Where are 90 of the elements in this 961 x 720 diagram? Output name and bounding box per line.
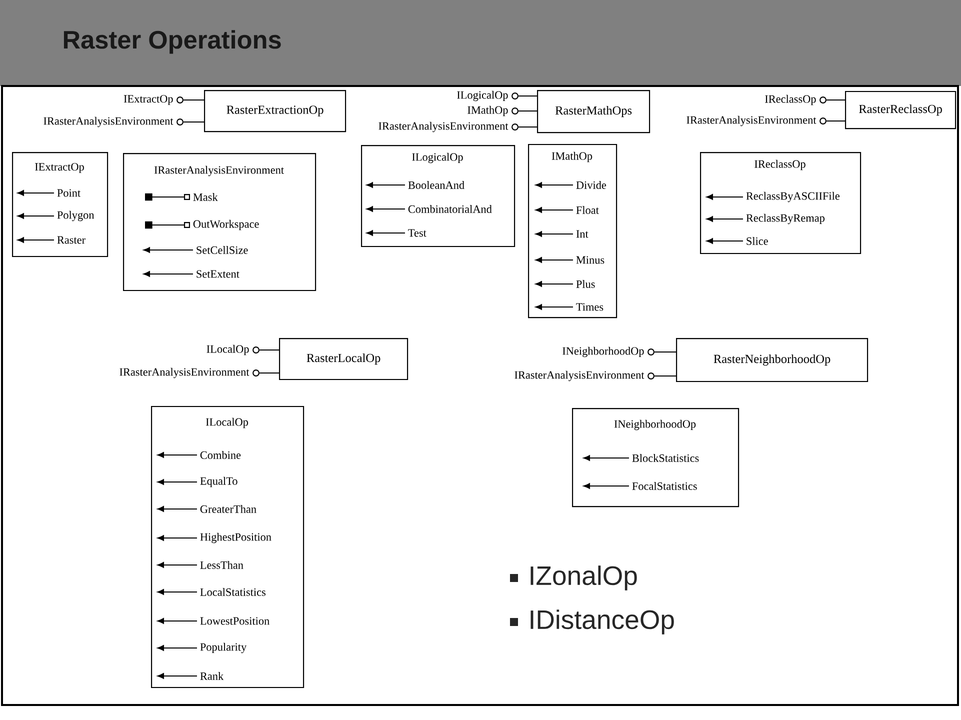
method-arrow [157, 645, 197, 651]
method-name: BooleanAnd [408, 181, 464, 189]
method-name: Plus [576, 280, 595, 288]
class-box: RasterMathOps [537, 90, 650, 134]
method-name: LowestPosition [200, 617, 270, 625]
method-arrow [366, 206, 405, 212]
method-name: Mask [193, 193, 218, 201]
connector-line [826, 99, 845, 101]
interface-label: IRasterAnalysisEnvironment [686, 116, 816, 126]
class-box: RasterExtractionOp [204, 90, 346, 132]
method-name: Test [408, 229, 426, 237]
connector-line [826, 120, 845, 122]
interface-label: IRasterAnalysisEnvironment [514, 370, 644, 382]
method-name: Popularity [200, 642, 247, 654]
method-name: Minus [576, 256, 604, 264]
class-box: RasterReclassOp [845, 91, 956, 130]
connector-line [654, 375, 676, 377]
method-name: HighestPosition [200, 532, 272, 544]
method-arrow [366, 182, 405, 188]
method-arrow [706, 194, 743, 200]
bullet-text: IZonalOp [530, 566, 637, 590]
method-arrow [535, 304, 573, 310]
method-arrow [157, 589, 197, 595]
interface-label: IMathOp [468, 106, 508, 116]
class-box: RasterNeighborhoodOp [676, 338, 868, 382]
method-name: ReclassByRemap [746, 214, 825, 224]
method-name: GreaterThan [200, 505, 256, 513]
method-name: Point [57, 189, 81, 197]
interface-label: ILogicalOp [457, 90, 508, 102]
method-arrow [535, 231, 573, 237]
interface-label: IExtractOp [124, 95, 173, 105]
connector-line [518, 110, 537, 112]
slide-title: Raster Operations [64, 30, 281, 54]
method-name: EqualTo [200, 476, 238, 488]
connector-line [654, 351, 676, 353]
method-arrow [157, 506, 197, 512]
property-connector [145, 193, 190, 201]
method-name: Polygon [57, 210, 94, 222]
method-name: SetExtent [196, 270, 240, 278]
method-arrow [535, 281, 573, 287]
method-arrow [17, 213, 54, 219]
method-arrow [535, 182, 573, 188]
connector-line [518, 126, 537, 128]
interface-label: INeighborhoodOp [562, 346, 644, 358]
method-arrow [583, 483, 629, 489]
property-connector [145, 221, 190, 229]
method-name: SetCellSize [196, 246, 248, 254]
method-name: Float [576, 206, 599, 214]
method-arrow [157, 618, 197, 624]
connector-line [183, 99, 204, 101]
method-arrow [535, 257, 573, 263]
method-arrow [157, 673, 197, 679]
method-name: Int [576, 230, 588, 238]
method-arrow [157, 562, 197, 568]
method-name: Divide [576, 181, 606, 189]
method-arrow [157, 479, 197, 485]
bullet-text: IDistanceOp [530, 610, 674, 634]
method-name: Slice [746, 237, 768, 245]
connector-line [259, 372, 279, 374]
method-arrow [583, 455, 629, 461]
method-arrow [535, 207, 573, 213]
method-name: LessThan [200, 561, 244, 569]
method-arrow [366, 230, 405, 236]
class-box: RasterLocalOp [279, 338, 408, 380]
method-name: OutWorkspace [193, 220, 259, 230]
interface-label: ILocalOp [206, 344, 249, 356]
method-name: Combine [200, 451, 241, 459]
method-arrow [17, 190, 54, 196]
method-arrow [143, 271, 193, 277]
method-arrow [157, 452, 197, 458]
method-name: Raster [57, 236, 86, 244]
method-arrow [157, 535, 197, 541]
method-name: LocalStatistics [200, 588, 266, 596]
connector-line [183, 121, 204, 123]
interface-label: IReclassOp [765, 94, 816, 106]
connector-line [259, 349, 279, 351]
method-name: Times [576, 303, 604, 311]
method-arrow [143, 247, 193, 253]
method-name: FocalStatistics [632, 482, 697, 490]
method-name: ReclassByASCIIFile [746, 192, 840, 202]
connector-line [518, 95, 537, 97]
method-name: Rank [200, 672, 224, 680]
method-arrow [706, 238, 743, 244]
interface-label: IRasterAnalysisEnvironment [378, 122, 508, 132]
method-name: CombinatorialAnd [408, 205, 492, 213]
interface-label: IRasterAnalysisEnvironment [44, 116, 174, 128]
method-arrow [17, 237, 54, 243]
method-name: BlockStatistics [632, 454, 699, 462]
method-arrow [706, 216, 743, 222]
interface-label: IRasterAnalysisEnvironment [120, 368, 250, 378]
